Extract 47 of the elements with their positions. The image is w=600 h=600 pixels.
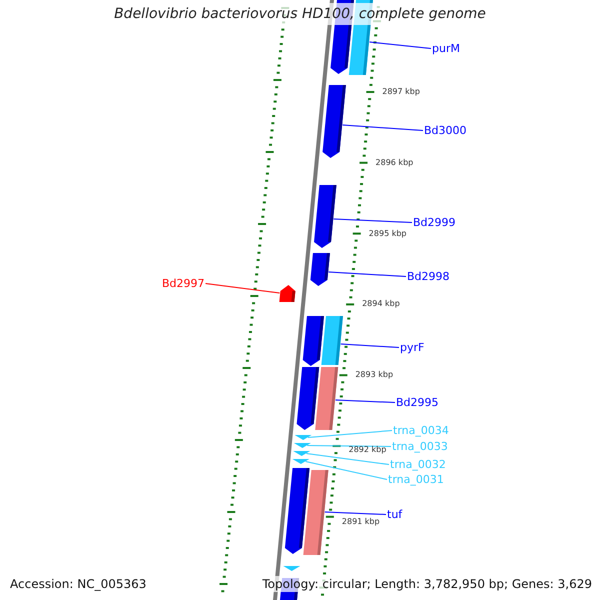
scale-label: 2895 kbp <box>368 230 406 238</box>
scale-label: 2893 kbp <box>355 371 394 380</box>
gene-label: Bd3000 <box>424 124 467 137</box>
leader-line <box>340 344 400 348</box>
gene-label: tuf <box>387 508 402 521</box>
genome-summary: Topology: circular; Length: 3,782,950 bp; Genes: 3,629 <box>260 576 594 592</box>
accession-text: Accession: NC_005363 <box>8 576 148 592</box>
gene-label: Bd2995 <box>396 396 439 409</box>
gene-label: Bd2997 <box>162 277 205 290</box>
gene-block <box>310 253 330 286</box>
scale-label: 2897 kbp <box>382 88 420 96</box>
gene-label: purM <box>432 42 460 55</box>
gene-block <box>302 316 324 366</box>
leader-line <box>369 42 432 49</box>
scale-label: 2891 kbp <box>342 518 380 526</box>
gene-label: Bd2998 <box>407 270 450 283</box>
scale-label: 2894 kbp <box>362 300 400 308</box>
gene-label: Bd2999 <box>413 216 456 229</box>
gene-block <box>322 85 346 158</box>
gene-label: trna_0031 <box>388 473 444 486</box>
trna-marker <box>293 451 310 456</box>
leader-line <box>335 400 396 403</box>
leader-line <box>205 283 280 294</box>
leader-line <box>333 218 412 223</box>
leader-line <box>306 453 390 465</box>
gene-label: trna_0033 <box>392 440 448 453</box>
trna-marker <box>294 435 312 440</box>
leader-line <box>342 124 424 131</box>
trna-marker <box>283 566 300 571</box>
gene-label: pyrF <box>400 341 424 354</box>
scale-label: 2892 kbp <box>348 446 386 454</box>
gene-bar <box>303 470 328 555</box>
leader-line <box>324 512 386 515</box>
gene-bar <box>321 316 343 365</box>
trna-marker <box>294 443 311 448</box>
gene-block <box>279 285 296 302</box>
leader-line <box>328 272 406 277</box>
gene-label: trna_0032 <box>390 458 446 471</box>
scale-label: 2896 kbp <box>376 158 414 167</box>
gene-bar <box>315 367 338 430</box>
leader-line <box>306 445 392 447</box>
leader-line <box>305 461 388 480</box>
leader-line <box>307 430 392 438</box>
gene-label: trna_0034 <box>393 424 449 437</box>
gene-block <box>296 367 320 430</box>
trna-marker <box>292 459 310 464</box>
gene-block <box>314 185 336 248</box>
